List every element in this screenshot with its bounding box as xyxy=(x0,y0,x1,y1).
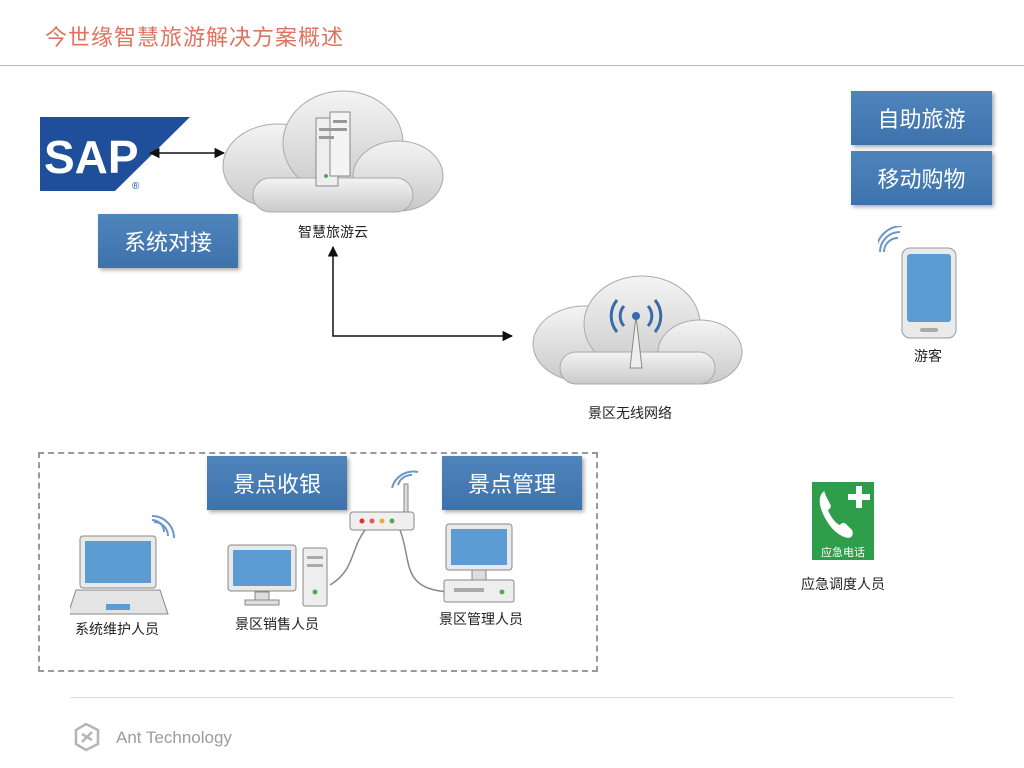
connection-arrows xyxy=(148,147,514,342)
sales-staff-label: 景区销售人员 xyxy=(235,617,319,633)
emergency-phone-sign: 应急电话 xyxy=(812,482,874,560)
scenic-management-box: 景点管理 xyxy=(442,456,582,510)
phone-handset-icon xyxy=(819,486,870,538)
page-title: 今世缘智慧旅游解决方案概述 xyxy=(45,26,345,51)
cloud-wireless-arrow xyxy=(327,245,514,342)
ticket-cashier-box: 景点收银 xyxy=(207,456,347,510)
smart-tourism-cloud-icon xyxy=(222,90,444,213)
wireless-network-cloud-icon xyxy=(532,275,743,385)
tourist-label: 游客 xyxy=(914,349,942,365)
company-name: Ant Technology xyxy=(116,728,232,747)
maintainer-label: 系统维护人员 xyxy=(75,622,159,638)
smartphone-icon xyxy=(878,226,957,339)
emergency-label: 应急调度人员 xyxy=(801,577,885,593)
manager-desktop-icon xyxy=(443,523,515,603)
ant-logo-icon xyxy=(74,722,100,752)
footer-divider xyxy=(70,697,954,698)
sap-logo: SAP ® xyxy=(40,117,190,191)
emergency-sign-text: 应急电话 xyxy=(821,546,865,559)
onsite-group-frame xyxy=(38,452,598,672)
router-icon xyxy=(329,470,451,593)
server-icon xyxy=(315,111,351,187)
system-integration-box: 系统对接 xyxy=(98,214,238,268)
sap-registered-mark: ® xyxy=(132,181,140,191)
sap-logo-text: SAP xyxy=(44,131,139,183)
laptop-icon xyxy=(70,515,175,615)
sales-desktop-icon xyxy=(227,544,328,607)
mobile-shopping-box: 移动购物 xyxy=(851,151,992,205)
cloud-label: 智慧旅游云 xyxy=(298,225,368,241)
self-tour-box: 自助旅游 xyxy=(851,91,992,145)
title-divider xyxy=(0,65,1024,66)
manager-label: 景区管理人员 xyxy=(439,612,523,628)
wireless-label: 景区无线网络 xyxy=(588,406,672,422)
antenna-icon xyxy=(609,299,663,369)
